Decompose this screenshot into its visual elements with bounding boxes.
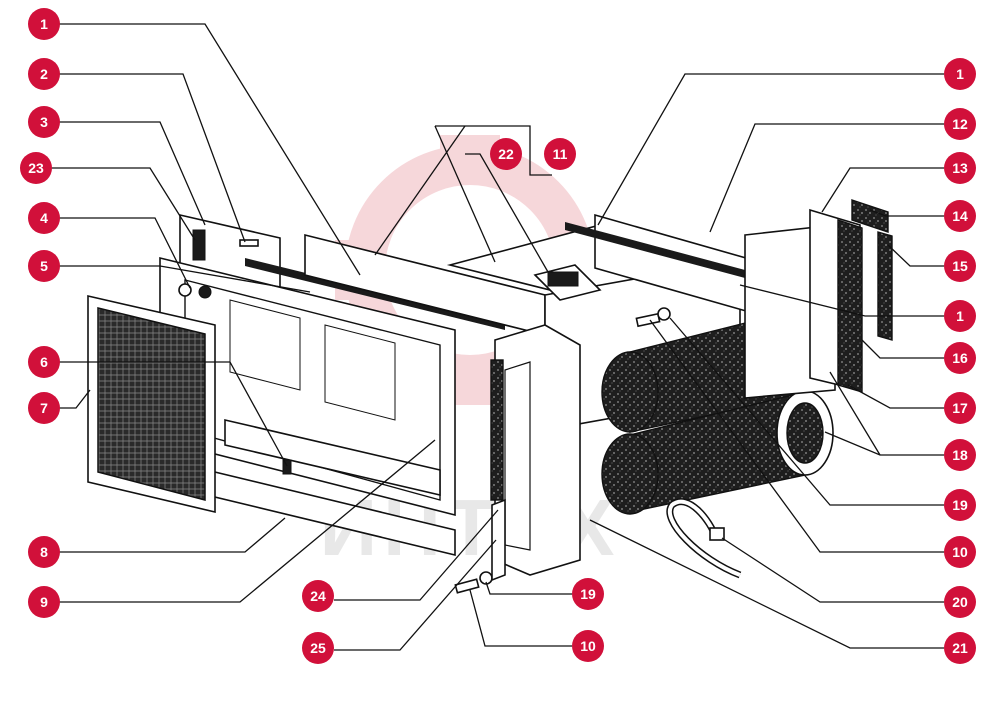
svg-text:25: 25 (310, 640, 326, 656)
callout-15: 15 (944, 250, 976, 282)
callout-10-right: 10 (944, 536, 976, 568)
svg-text:22: 22 (498, 146, 514, 162)
callout-1-top-left: 1 (28, 8, 60, 40)
callout-22: 22 (490, 138, 522, 170)
callout-1-top-right: 1 (944, 58, 976, 90)
svg-text:6: 6 (40, 354, 48, 370)
part-screw-2 (239, 239, 259, 247)
part-sensor-4 (178, 283, 212, 299)
part-outer-frame (159, 256, 456, 517)
callout-7: 7 (28, 392, 60, 424)
callout-10-bottom: 10 (572, 630, 604, 662)
svg-text:13: 13 (952, 160, 968, 176)
svg-text:12: 12 (952, 116, 968, 132)
part-tube-lower (601, 390, 834, 515)
svg-text:1: 1 (956, 66, 964, 82)
svg-text:1: 1 (956, 308, 964, 324)
svg-text:16: 16 (952, 350, 968, 366)
svg-text:10: 10 (580, 638, 596, 654)
callout-2: 2 (28, 58, 60, 90)
part-filter-14 (851, 199, 889, 233)
part-bracket-25 (491, 498, 506, 582)
svg-text:1: 1 (40, 16, 48, 32)
part-transformer-22 (533, 264, 602, 301)
callout-9: 9 (28, 586, 60, 618)
svg-text:8: 8 (40, 544, 48, 560)
svg-text:5: 5 (40, 258, 48, 274)
part-cable-tie (666, 498, 742, 579)
callout-4: 4 (28, 202, 60, 234)
svg-text:9: 9 (40, 594, 48, 610)
svg-text:19: 19 (952, 497, 968, 513)
leader-lines (40, 23, 944, 651)
svg-text:2: 2 (40, 66, 48, 82)
callout-8: 8 (28, 536, 60, 568)
svg-text:21: 21 (952, 640, 968, 656)
svg-text:11: 11 (553, 146, 568, 162)
callout-1-right: 1 (944, 300, 976, 332)
svg-text:7: 7 (40, 400, 48, 416)
callout-19-bottom: 19 (572, 578, 604, 610)
svg-text:24: 24 (310, 588, 326, 604)
callout-5: 5 (28, 250, 60, 282)
part-filter-15 (877, 231, 893, 341)
svg-text:19: 19 (580, 586, 596, 602)
callout-11: 11 (544, 138, 576, 170)
svg-text:4: 4 (40, 210, 48, 226)
svg-text:14: 14 (952, 208, 968, 224)
svg-text:15: 15 (952, 258, 968, 274)
svg-text:18: 18 (952, 447, 968, 463)
part-front-grille (87, 294, 216, 514)
callout-6: 6 (28, 346, 60, 378)
callout-24: 24 (302, 580, 334, 612)
callout-18: 18 (944, 439, 976, 471)
callout-12: 12 (944, 108, 976, 140)
callout-3: 3 (28, 106, 60, 138)
svg-text:3: 3 (40, 114, 48, 130)
part-filter-16 (837, 219, 863, 393)
callout-25: 25 (302, 632, 334, 664)
svg-text:23: 23 (28, 160, 44, 176)
callout-14: 14 (944, 200, 976, 232)
callout-19-right: 19 (944, 489, 976, 521)
part-screw-10-upper (635, 307, 671, 328)
callout-13: 13 (944, 152, 976, 184)
callout-23: 23 (20, 152, 52, 184)
svg-text:17: 17 (952, 400, 968, 416)
part-clip-6 (282, 459, 292, 475)
svg-text:10: 10 (952, 544, 968, 560)
callout-21: 21 (944, 632, 976, 664)
part-duct-box (490, 324, 581, 576)
callout-17: 17 (944, 392, 976, 424)
callout-20: 20 (944, 586, 976, 618)
svg-text:20: 20 (952, 594, 968, 610)
callout-16: 16 (944, 342, 976, 374)
